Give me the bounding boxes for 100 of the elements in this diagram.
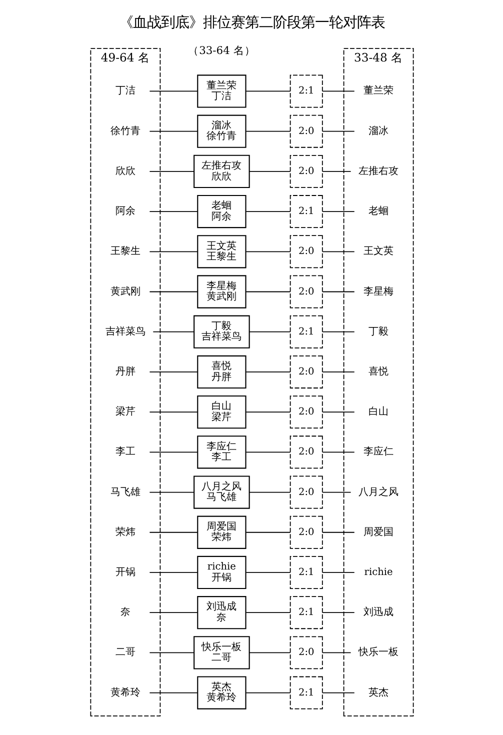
node-text: 阿余 bbox=[114, 206, 135, 218]
node-box: 2:0 bbox=[289, 516, 322, 549]
connector bbox=[245, 90, 290, 92]
node-box: 2:1 bbox=[289, 676, 322, 710]
node-text: 王黎生 bbox=[110, 246, 140, 258]
diagram-title: 《血战到底》排位赛第二阶段第一轮对阵表 bbox=[118, 14, 384, 31]
node-box: 英杰 黄希玲 bbox=[196, 676, 246, 710]
node-box: 丁毅 吉祥菜鸟 bbox=[193, 315, 250, 348]
node-text: 吉祥菜鸟 bbox=[104, 326, 145, 338]
connector bbox=[322, 90, 354, 92]
node-box: 2:1 bbox=[289, 74, 322, 108]
connector bbox=[322, 652, 351, 654]
node-box: 李应仁 李工 bbox=[196, 436, 246, 469]
node-text: richie bbox=[364, 566, 392, 578]
connector bbox=[322, 171, 351, 172]
node-box: 2:1 bbox=[289, 556, 322, 589]
connector bbox=[245, 612, 290, 614]
node-text: 奈 bbox=[120, 607, 130, 618]
node-box: 董兰荣 丁洁 bbox=[196, 74, 246, 108]
node-box: 溜冰 徐竹青 bbox=[196, 114, 246, 148]
node-text: 白山 bbox=[368, 406, 388, 418]
node-box: 2:1 bbox=[289, 315, 322, 348]
connector bbox=[148, 652, 194, 654]
node-text: 徐竹青 bbox=[110, 126, 140, 137]
node-box: 老蛔 阿余 bbox=[196, 194, 246, 228]
node-box: 2:0 bbox=[289, 235, 322, 268]
connector bbox=[148, 452, 198, 453]
node-text: 李工 bbox=[114, 446, 135, 458]
connector bbox=[322, 492, 351, 493]
node-text: 李星梅 bbox=[363, 286, 394, 298]
connector bbox=[148, 492, 194, 493]
node-text: 荣炜 bbox=[114, 526, 135, 538]
node-text: 丁洁 bbox=[114, 86, 135, 97]
node-box: 2:0 bbox=[289, 396, 322, 429]
node-text: 开锅 bbox=[114, 566, 135, 578]
node-text: 董兰荣 bbox=[363, 86, 394, 97]
connector bbox=[148, 612, 198, 614]
node-box: 2:1 bbox=[289, 596, 322, 630]
node-text: 快乐一板 bbox=[358, 647, 398, 658]
connector bbox=[148, 211, 198, 212]
connector bbox=[322, 452, 354, 453]
node-text: 李应仁 bbox=[363, 446, 394, 458]
node-text: 八月之风 bbox=[358, 486, 398, 498]
node-box: 2:1 bbox=[289, 195, 322, 228]
node-box: 左推右攻 欣欣 bbox=[193, 154, 250, 188]
node-box: 喜悦 丹胖 bbox=[196, 355, 246, 389]
connector bbox=[148, 251, 198, 252]
connector bbox=[245, 130, 290, 132]
connector bbox=[245, 291, 290, 292]
node-text: 丹胖 bbox=[114, 366, 135, 378]
node-box: 2:0 bbox=[289, 114, 322, 148]
connector bbox=[248, 331, 290, 332]
node-box: 2:0 bbox=[289, 436, 322, 469]
connector bbox=[245, 251, 290, 252]
connector bbox=[148, 90, 198, 92]
connector bbox=[245, 692, 290, 694]
node-text: 刘迅成 bbox=[363, 607, 394, 618]
node-box: 快乐一板 二哥 bbox=[193, 636, 250, 670]
node-box: 2:0 bbox=[289, 636, 322, 670]
connector bbox=[248, 492, 290, 493]
node-box: 王文英 王黎生 bbox=[196, 235, 246, 268]
node-box: 李星梅 黄武刚 bbox=[196, 275, 246, 308]
node-box: 八月之风 马飞雄 bbox=[193, 476, 250, 509]
node-text: 老蛔 bbox=[368, 206, 388, 218]
node-box: 2:0 bbox=[289, 355, 322, 388]
connector bbox=[248, 171, 290, 172]
node-text: 英杰 bbox=[368, 687, 388, 698]
node-text: 梁芹 bbox=[114, 406, 135, 418]
connector bbox=[245, 211, 290, 212]
connector bbox=[248, 652, 290, 654]
connector bbox=[322, 130, 354, 132]
connector bbox=[322, 291, 354, 292]
node-box: 周爱国 荣炜 bbox=[196, 516, 246, 549]
connector bbox=[322, 612, 354, 614]
node-text: 喜悦 bbox=[368, 366, 388, 378]
label: （33-64 名） bbox=[188, 44, 255, 57]
node-text: 黄希玲 bbox=[110, 687, 140, 698]
connector bbox=[322, 211, 354, 212]
connector bbox=[148, 692, 198, 694]
connector bbox=[152, 331, 194, 332]
connector bbox=[148, 171, 194, 172]
connector bbox=[322, 532, 354, 533]
connector bbox=[245, 572, 290, 573]
node-text: 周爱国 bbox=[363, 526, 394, 538]
node-box: richie 开锅 bbox=[196, 556, 246, 590]
connector bbox=[148, 532, 198, 533]
node-box: 2:0 bbox=[289, 476, 322, 509]
connector bbox=[245, 452, 290, 453]
node-box: 刘迅成 奈 bbox=[196, 596, 246, 630]
node-box: 2:0 bbox=[289, 154, 322, 188]
connector bbox=[322, 692, 354, 694]
connector bbox=[148, 291, 198, 292]
node-text: 左推右攻 bbox=[358, 166, 398, 177]
node-text: 马飞雄 bbox=[110, 486, 140, 498]
node-box: 2:0 bbox=[289, 275, 322, 308]
connector bbox=[322, 331, 354, 332]
connector bbox=[322, 251, 354, 252]
node-text: 溜冰 bbox=[368, 126, 388, 137]
connector bbox=[148, 130, 198, 132]
node-text: 王文英 bbox=[363, 246, 394, 258]
